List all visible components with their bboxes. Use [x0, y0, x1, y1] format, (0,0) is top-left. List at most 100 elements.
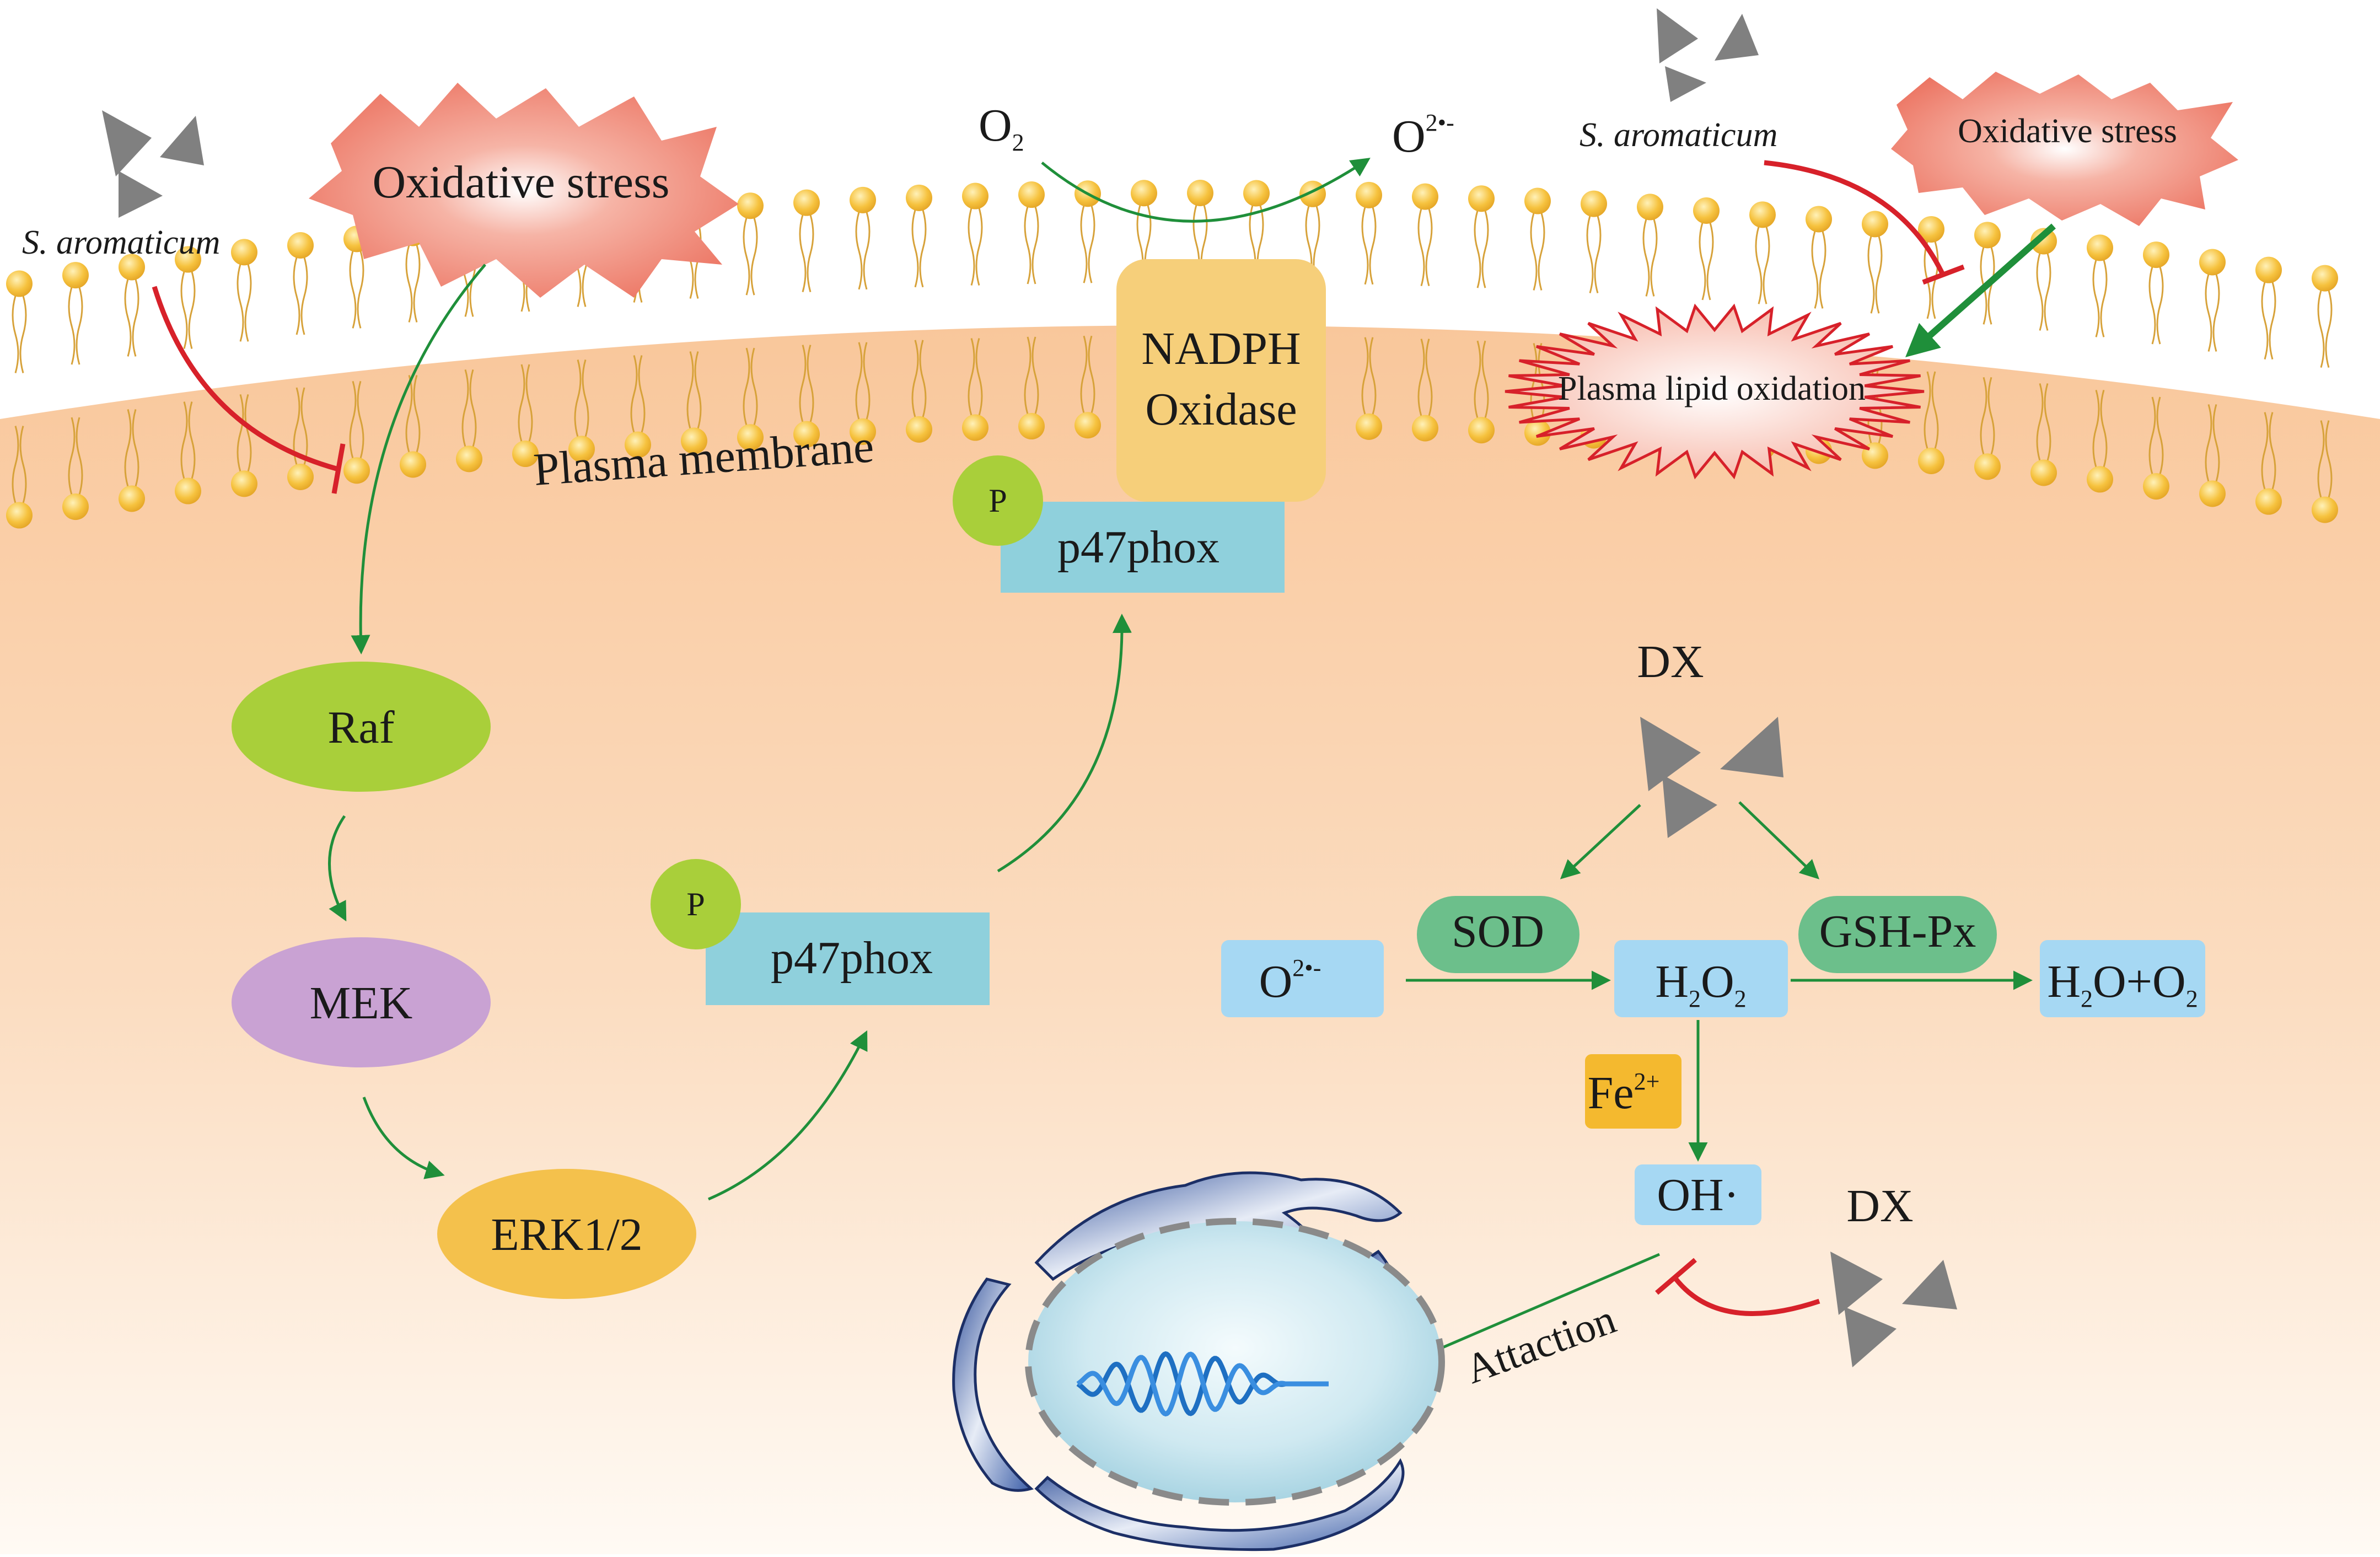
lipid-tail: [349, 250, 364, 329]
svg-text:H2O+O2: H2O+O2: [2047, 956, 2198, 1012]
lipid-tail: [68, 287, 83, 365]
svg-text:O2•-: O2•-: [1392, 109, 1454, 162]
lipid-head: [681, 427, 707, 454]
lipid-head: [906, 184, 932, 211]
lipid-tail: [743, 217, 758, 296]
dna-strand: [1076, 1351, 1329, 1417]
oxidative-stress-label-left: Oxidative stress: [373, 157, 670, 208]
lipid-head: [1187, 180, 1213, 207]
fe-label: Fe: [1588, 1067, 1634, 1119]
svg-text:O2: O2: [979, 100, 1024, 156]
p47phox-membrane-label: p47phox: [1057, 522, 1219, 573]
oxidative-stress-label-right: Oxidative stress: [1958, 112, 2177, 150]
lipid-tail: [1811, 231, 1826, 309]
dna-helix: [1076, 1351, 1329, 1417]
lipid-tail: [68, 417, 83, 495]
lipid-head: [2030, 228, 2057, 255]
lipid-tail: [911, 210, 927, 288]
lipid-head: [400, 451, 426, 478]
p47phox-cytosol-label: p47phox: [771, 932, 933, 984]
lipid-tail: [1361, 207, 1377, 285]
lipid-head: [1637, 194, 1663, 221]
lipid-head: [962, 182, 988, 210]
s-aromaticum-label-left: S. aromaticum: [22, 224, 220, 261]
lipid-head: [1412, 415, 1438, 442]
lipid-head: [2312, 265, 2338, 292]
lipid-head: [1243, 180, 1270, 207]
dx-triangles-lower: [1830, 1252, 1957, 1367]
lipid-head: [231, 470, 257, 497]
lipid-tail: [12, 296, 27, 373]
arrow-stress-to-raf: [351, 264, 486, 654]
lipid-tail: [1755, 226, 1770, 304]
lipid-head: [2087, 234, 2113, 261]
lipid-tail: [1417, 339, 1433, 417]
lipid-tail: [2148, 266, 2164, 345]
mek-node: MEK: [232, 937, 491, 1067]
lipid-tail: [2205, 404, 2220, 482]
lipid-head: [2199, 249, 2226, 276]
gsh-px-label: GSH-Px: [1819, 906, 1976, 957]
lipid-tail: [574, 359, 589, 437]
phospho-membrane-label: P: [988, 482, 1007, 519]
lipid-head: [1356, 181, 1382, 208]
inhibition-dx-lower: [1655, 1258, 1820, 1316]
hydroxyl-label: OH·: [1657, 1169, 1739, 1221]
lipid-head: [2143, 241, 2169, 269]
lipid-head: [2087, 466, 2113, 493]
inhibition-left: [152, 286, 346, 494]
lipid-head: [1974, 222, 2001, 249]
lipid-head: [1018, 413, 1045, 440]
lipid-head: [2312, 496, 2338, 523]
lipid-head: [1468, 417, 1495, 444]
lipid-tail: [405, 375, 421, 453]
arrow-dx-to-gshpx: [1738, 801, 1820, 879]
sod-node: SOD: [1417, 896, 1579, 973]
lipid-tail: [1474, 340, 1489, 418]
lipid-head: [512, 441, 539, 468]
lipid-tail: [855, 212, 871, 290]
lipid-tail: [180, 401, 196, 479]
lipid-head: [175, 477, 201, 504]
lipid-tail: [1024, 336, 1039, 415]
lipid-tail: [1867, 235, 1883, 314]
lipid-head: [2030, 459, 2057, 486]
lipid-tail: [2036, 383, 2051, 461]
arrow-stress-to-lipid-oxidation: [1905, 223, 2056, 357]
lipid-head: [343, 457, 370, 484]
lipid-head: [6, 502, 33, 529]
lipid-head: [456, 445, 482, 473]
h2o2-box: H2O2: [1614, 940, 1788, 1017]
svg-text:O2•-: O2•-: [1259, 954, 1321, 1007]
lipid-tail: [2148, 396, 2164, 475]
lipid-head: [850, 418, 876, 445]
dx-label-upper: DX: [1637, 636, 1704, 688]
lipid-head: [6, 270, 33, 297]
lipid-tail: [12, 426, 27, 503]
hydroxyl-box: OH·: [1635, 1164, 1761, 1225]
lipid-head: [1862, 211, 1888, 238]
lipid-tail: [1586, 216, 1602, 293]
lipid-tail: [293, 257, 308, 335]
lipid-tail: [743, 347, 758, 426]
lipid-tail: [911, 340, 927, 418]
lipid-head: [62, 262, 89, 289]
lipid-head: [1918, 447, 1944, 474]
arrow-erk-to-p47phox: [708, 1030, 868, 1201]
raf-label: Raf: [327, 702, 394, 753]
lipid-tail: [405, 245, 421, 323]
nadph-label-line2: Oxidase: [1145, 384, 1297, 435]
lipid-head: [1974, 453, 2001, 480]
s-aromaticum-label-right: S. aromaticum: [1579, 116, 1777, 154]
dx-triangles-upper: [1640, 717, 1783, 838]
lipid-head: [1299, 180, 1326, 207]
lipid-tail: [2036, 253, 2051, 331]
lipid-head: [1412, 183, 1438, 210]
lipid-tail: [180, 271, 196, 349]
lipid-head: [737, 424, 764, 451]
lipid-tail: [1530, 213, 1545, 291]
lipid-tail: [2317, 290, 2333, 368]
p47phox-cytosol: p47phox P: [651, 859, 990, 1005]
lipid-head: [2255, 488, 2282, 515]
